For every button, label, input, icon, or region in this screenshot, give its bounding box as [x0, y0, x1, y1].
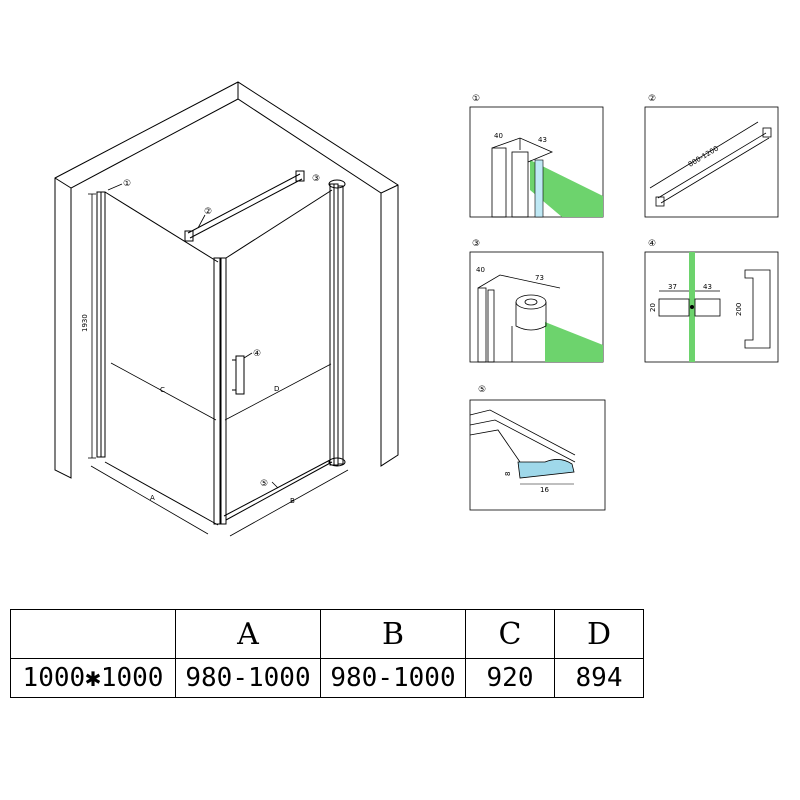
table-header-cell: [10, 609, 176, 659]
detail-4: ④ 37 43 20 200: [644, 239, 779, 363]
table-header-cell: A: [175, 609, 321, 659]
height-label: 1930: [81, 314, 89, 332]
table-header-cell: C: [465, 609, 555, 659]
detail-4-dim-1: 37: [668, 283, 677, 291]
detail-4-number: ④: [648, 239, 656, 249]
callout-4: ④: [253, 349, 261, 359]
detail-2: ② 800-1200: [644, 94, 779, 218]
room-walls: [54, 81, 399, 479]
dim-label-a: A: [150, 494, 155, 502]
detail-5-dim-2: 16: [540, 486, 549, 494]
shower-diagram: 1930 C D A B ① ② ③ ④ ⑤ ① 40 43 ②: [54, 81, 779, 537]
table-header-cell: D: [554, 609, 644, 659]
main-labels: 1930 C D A B: [81, 314, 295, 505]
detail-4-dim-3: 20: [649, 303, 657, 312]
table-header-row: A B C D: [10, 609, 644, 659]
enclosure-frame: [96, 170, 346, 526]
callout-2: ②: [204, 207, 212, 217]
detail-3: ③ 40 73: [469, 239, 604, 363]
dimension-lines: [88, 193, 349, 537]
table-cell: 980-1000: [320, 658, 466, 698]
dim-label-d: D: [274, 385, 279, 393]
detail-5: ⑤ 8 16: [469, 385, 606, 511]
detail-4-dim-2: 43: [703, 283, 712, 291]
table-row: 1000✱1000 980-1000 980-1000 920 894: [10, 658, 644, 698]
detail-2-number: ②: [648, 94, 656, 104]
detail-1-dim-1: 40: [494, 132, 503, 140]
detail-1: ① 40 43: [469, 94, 604, 218]
size-table: A B C D 1000✱1000 980-1000 980-1000 920 …: [10, 609, 644, 698]
callout-3: ③: [312, 174, 320, 184]
callouts: ① ② ③ ④ ⑤: [107, 174, 320, 489]
table-cell: 920: [465, 658, 555, 698]
detail-4-dim-4: 200: [735, 303, 743, 316]
callout-5: ⑤: [260, 479, 268, 489]
table-cell: 1000✱1000: [10, 658, 176, 698]
detail-1-dim-2: 43: [538, 136, 547, 144]
callout-1: ①: [123, 179, 131, 189]
table-header-cell: B: [320, 609, 466, 659]
table-cell: 980-1000: [175, 658, 321, 698]
dim-label-c: C: [160, 386, 165, 394]
detail-5-dim-1: 8: [504, 472, 512, 476]
table-cell: 894: [554, 658, 644, 698]
detail-5-number: ⑤: [478, 385, 486, 395]
detail-1-number: ①: [472, 94, 480, 104]
dim-label-b: B: [290, 497, 295, 505]
detail-3-dim-2: 73: [535, 274, 544, 282]
detail-3-dim-1: 40: [476, 266, 485, 274]
detail-3-number: ③: [472, 239, 480, 249]
